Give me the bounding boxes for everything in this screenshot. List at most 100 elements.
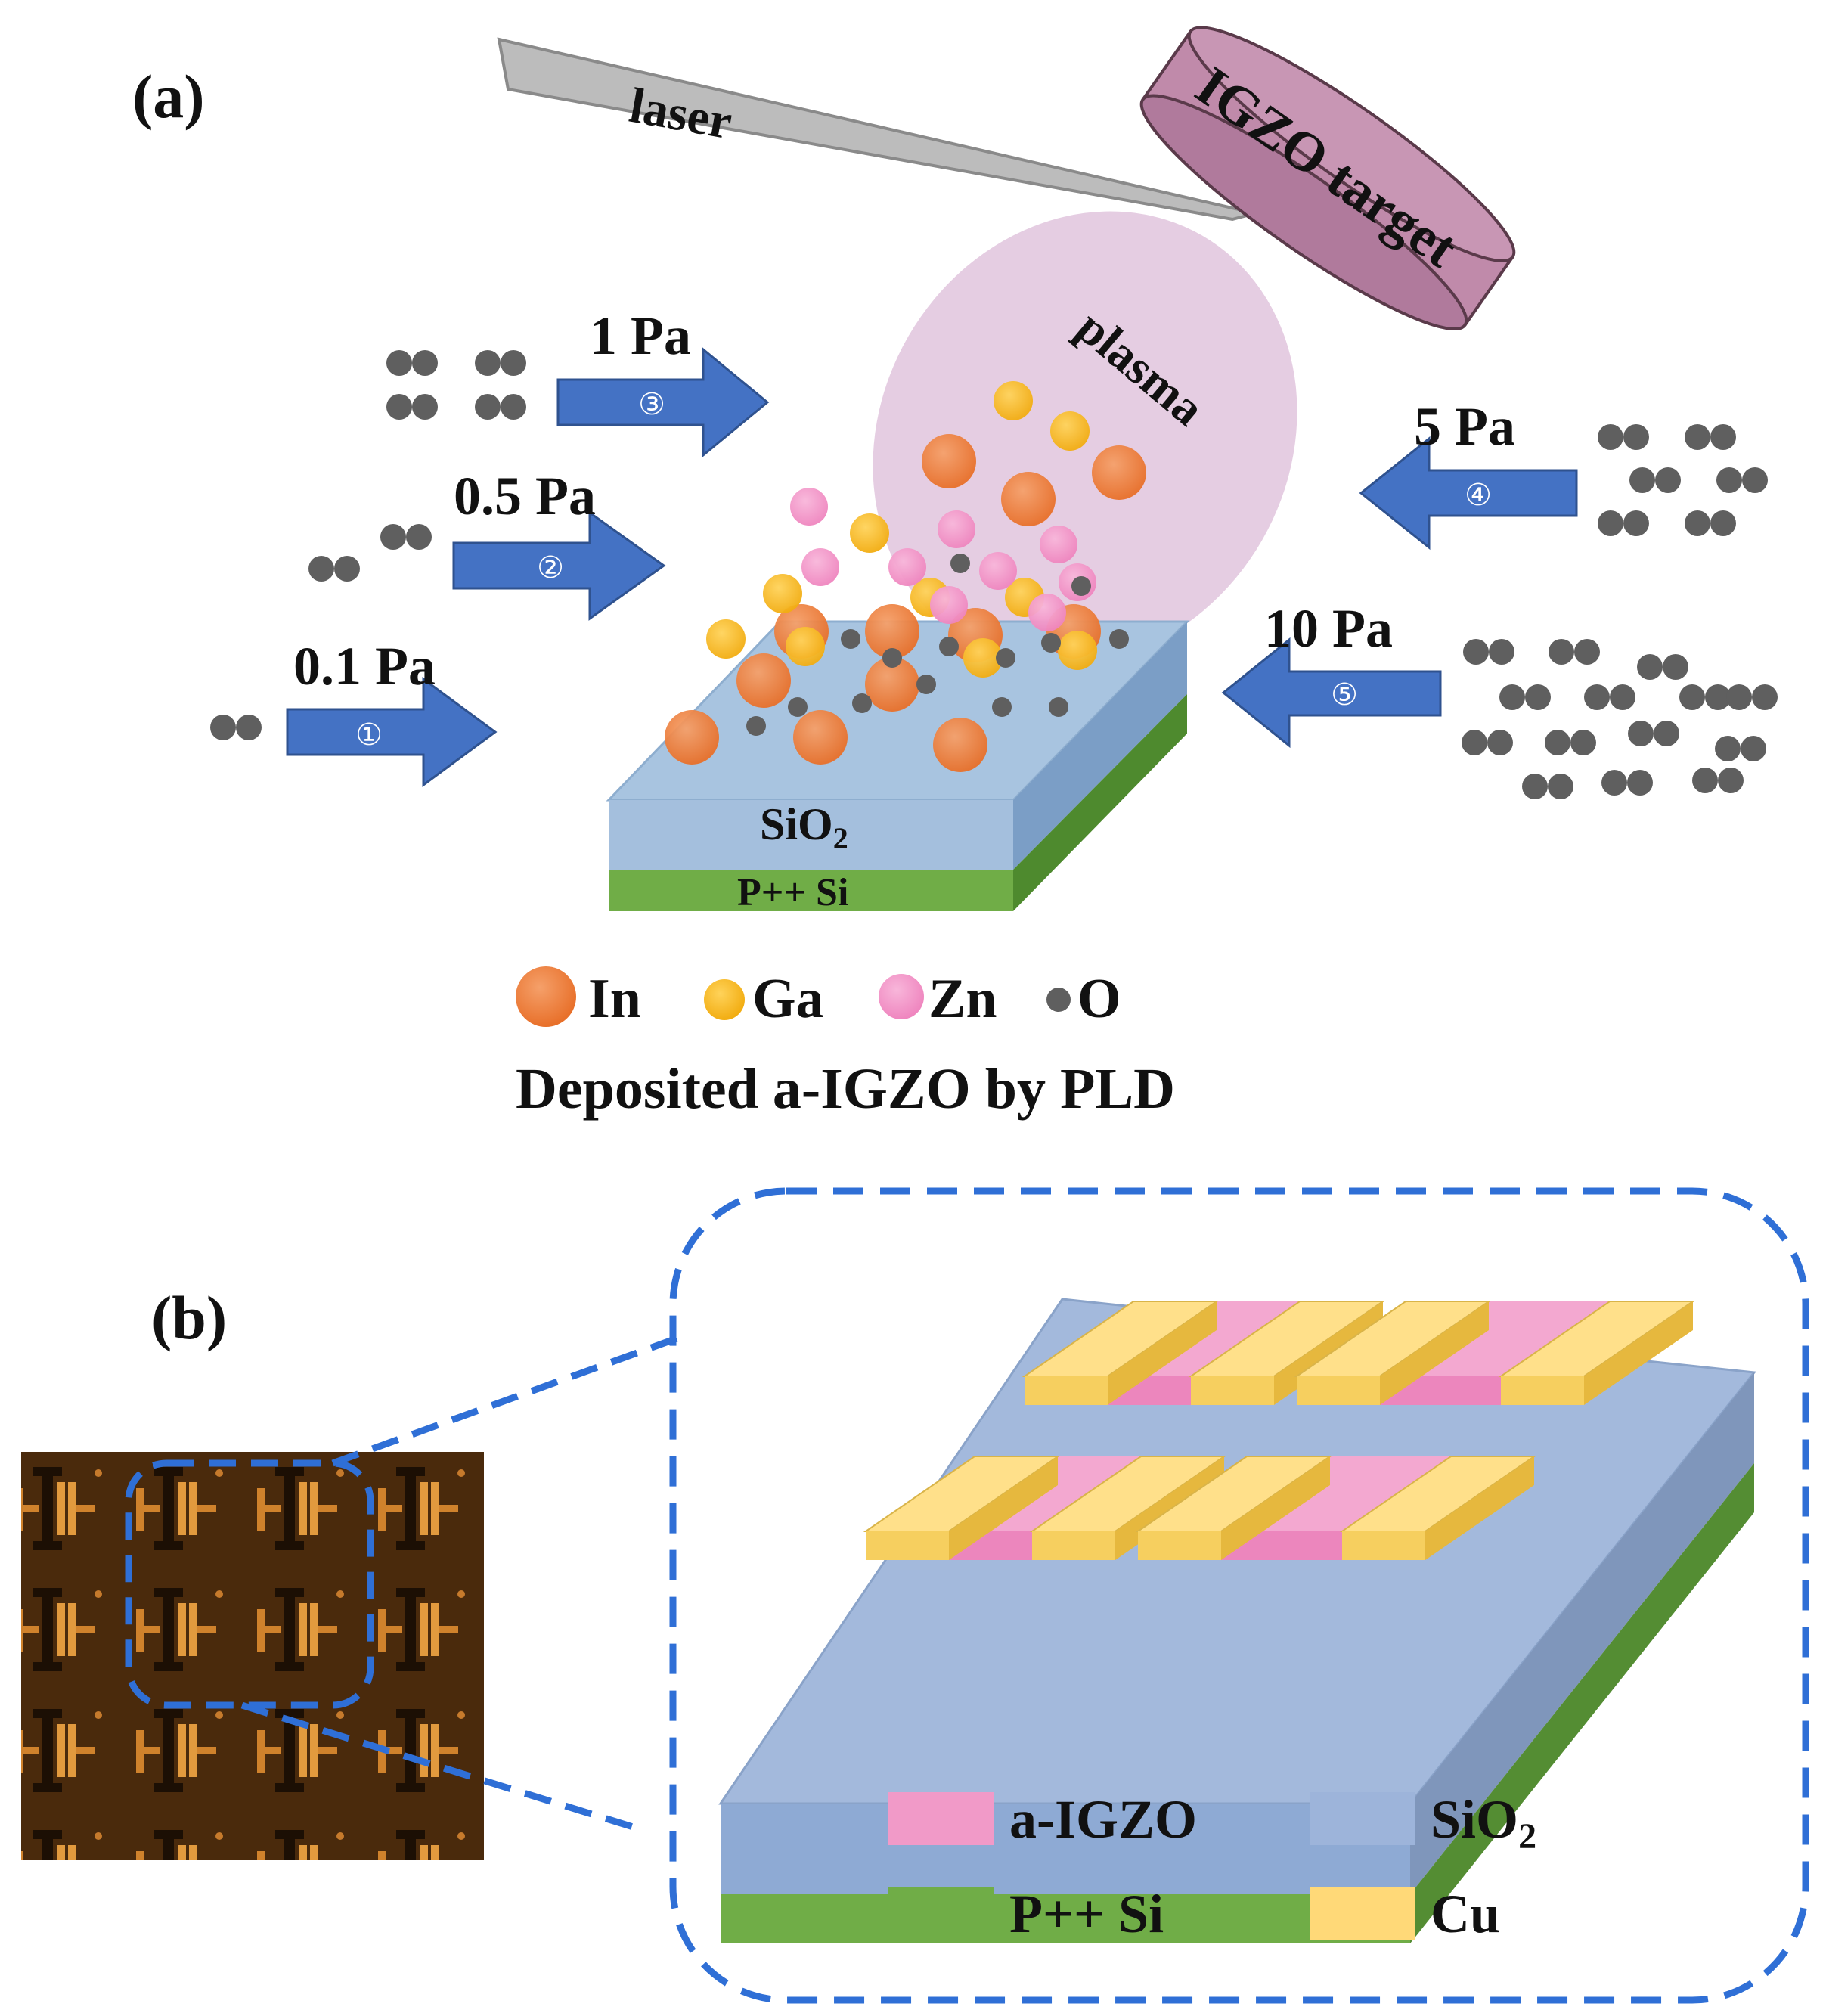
particle-ga: [994, 381, 1033, 420]
gas-atom: [1629, 467, 1655, 493]
particle-o: [939, 637, 959, 656]
particle-zn: [790, 488, 828, 526]
gas-atom: [236, 715, 262, 740]
legend-psi-label: P++ Si: [1009, 1884, 1164, 1944]
gas-molecules: [210, 350, 1778, 799]
transistor-top-right: [1294, 1301, 1696, 1405]
gas-atom: [386, 394, 412, 420]
gas-atom: [1601, 770, 1627, 796]
particle-ga: [1058, 631, 1097, 670]
gas-atom: [1654, 721, 1679, 746]
pressure-step-3: ③: [638, 387, 665, 422]
particle-in: [736, 653, 791, 708]
particle-in: [922, 434, 976, 488]
gas-atom: [412, 350, 438, 376]
panel-b-label: (b): [151, 1283, 227, 1352]
panel-b: (b) a-IGZO SiO2: [21, 1187, 1809, 2004]
gas-atom: [1545, 730, 1570, 755]
cu-electrode-front: [1297, 1376, 1380, 1405]
legend-sio2-swatch: [1310, 1792, 1415, 1845]
legend-psi-swatch: [888, 1887, 994, 1940]
particle-o: [852, 693, 872, 713]
gas-atom: [475, 350, 501, 376]
gas-atom: [1663, 654, 1688, 680]
particle-ga: [1050, 411, 1090, 451]
gas-atom: [1623, 510, 1649, 536]
cu-electrode-front: [1342, 1531, 1425, 1560]
gas-atom: [1679, 684, 1705, 710]
gas-atom: [1726, 684, 1752, 710]
cu-electrode-side: [1380, 1301, 1489, 1405]
gas-atom: [1627, 770, 1653, 796]
gas-atom: [380, 524, 406, 550]
substrate-oxide-label: SiO2: [760, 799, 848, 855]
cu-electrode-side: [1584, 1301, 1693, 1405]
gas-atom: [1752, 684, 1778, 710]
gas-atom: [1710, 510, 1736, 536]
legend-in-label: In: [588, 968, 641, 1030]
substrate-si-label: P++ Si: [737, 871, 848, 914]
particles: [665, 381, 1146, 772]
pressure-arrow-2: ② 0.5 Pa: [452, 466, 666, 621]
panel-a: (a) laser IGZO target plasma SiO2: [132, 26, 1778, 1121]
gas-atom: [1574, 639, 1600, 665]
legend-ga-marker: [704, 979, 745, 1020]
gas-atom: [1489, 639, 1514, 665]
gas-atom: [1716, 467, 1742, 493]
pressure-label-3: 1 Pa: [590, 306, 691, 366]
pressure-step-1: ①: [355, 718, 383, 752]
cu-electrode-front: [1138, 1531, 1221, 1560]
panel-a-label: (a): [132, 62, 205, 131]
gas-atom: [412, 394, 438, 420]
gas-atom: [1710, 424, 1736, 450]
gas-atom: [386, 350, 412, 376]
gas-atom: [1610, 684, 1635, 710]
particle-zn: [801, 548, 839, 586]
cu-electrode-side: [1425, 1456, 1534, 1560]
pressure-arrow-4: ④ 5 Pa: [1359, 396, 1578, 551]
legend-zn-label: Zn: [929, 968, 997, 1030]
gas-atom: [1522, 774, 1548, 799]
gas-atom: [1741, 736, 1766, 761]
pressure-label-1: 0.1 Pa: [293, 636, 436, 696]
pressure-step-4: ④: [1465, 478, 1492, 513]
particle-o: [916, 675, 936, 694]
gas-atom: [475, 394, 501, 420]
gas-atom: [1598, 510, 1623, 536]
particle-ga: [786, 627, 825, 666]
gas-atom: [1525, 684, 1551, 710]
particle-o: [1071, 576, 1091, 596]
particle-o: [1041, 633, 1061, 653]
pressure-arrow-5: ⑤ 10 Pa: [1221, 598, 1442, 749]
particle-zn: [888, 548, 926, 586]
legend-ga-label: Ga: [752, 968, 824, 1030]
particle-in: [865, 657, 919, 712]
gas-atom: [210, 715, 236, 740]
gas-atom: [1705, 684, 1731, 710]
legend-igzo-swatch: [888, 1792, 994, 1845]
particle-o: [992, 697, 1012, 717]
gas-atom: [1584, 684, 1610, 710]
gas-atom: [1637, 654, 1663, 680]
legend-in-marker: [516, 966, 576, 1027]
particle-ga: [850, 513, 889, 553]
zoom-line-top: [331, 1335, 678, 1467]
gas-atom: [1549, 639, 1574, 665]
pressure-arrow-3: ③ 1 Pa: [556, 306, 770, 458]
particle-o: [882, 648, 902, 668]
zoom-line-bottom: [240, 1701, 644, 1834]
particle-zn: [1040, 526, 1077, 563]
cu-electrode-side: [1221, 1456, 1330, 1560]
pressure-label-4: 5 Pa: [1414, 396, 1515, 457]
gas-atom: [1462, 730, 1487, 755]
cu-electrode-side: [949, 1456, 1058, 1560]
cu-electrode-front: [1191, 1376, 1274, 1405]
gas-atom: [334, 556, 360, 582]
gas-atom: [1628, 721, 1654, 746]
particle-o: [950, 554, 970, 573]
pressure-label-5: 10 Pa: [1264, 598, 1393, 659]
cu-electrode-front: [866, 1531, 949, 1560]
gas-atom: [1715, 736, 1741, 761]
particle-legend: In Ga Zn O: [516, 966, 1121, 1030]
